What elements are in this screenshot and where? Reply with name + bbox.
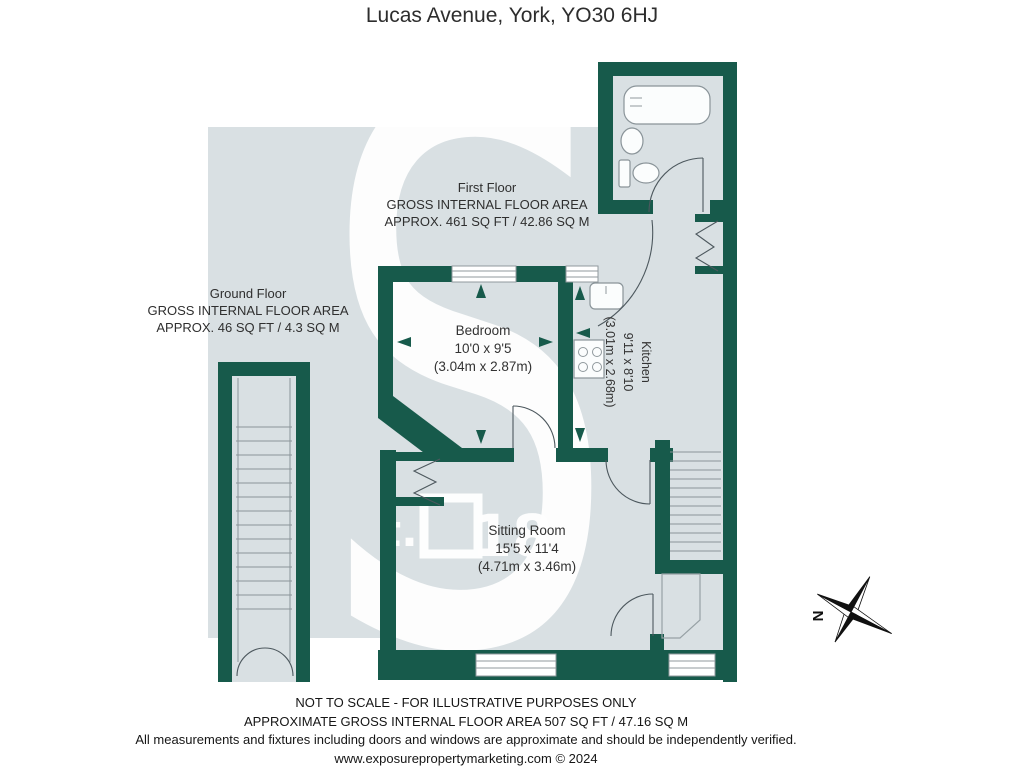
wall (655, 440, 670, 566)
wall (556, 448, 608, 462)
wall-stub (396, 452, 444, 461)
floor-area-label: GROSS INTERNAL FLOOR AREA (386, 197, 588, 212)
basin-icon (620, 127, 644, 155)
bathtub-icon (623, 85, 711, 125)
bedroom-door-arc (512, 405, 556, 449)
dimension-arrow-right (539, 337, 553, 347)
dimension-arrow-down (575, 428, 585, 442)
floor-area-value: APPROX. 46 SQ FT / 4.3 SQ M (156, 320, 340, 335)
wall (218, 362, 232, 682)
landing-door-arc (597, 219, 654, 327)
floor-area-label: GROSS INTERNAL FLOOR AREA (147, 303, 349, 318)
room-name: Sitting Room (488, 523, 566, 538)
first-floor-label: First Floor GROSS INTERNAL FLOOR AREA AP… (377, 179, 597, 230)
room-size-imperial: 15'5 x 11'4 (495, 541, 559, 556)
bay-outline (661, 573, 701, 639)
watermark-digits: 18 (472, 502, 553, 570)
doors (412, 157, 719, 637)
room-size-metric: (3.01m x 2.68m) (603, 316, 617, 408)
wall (710, 200, 723, 214)
room-size-metric: (4.71m x 3.46m) (477, 559, 577, 574)
wall (218, 362, 310, 376)
dimension-arrow-down (476, 430, 486, 444)
wall (598, 62, 613, 214)
footer-line: APPROXIMATE GROSS INTERNAL FLOOR AREA 50… (243, 713, 689, 729)
diagonal-wall (378, 396, 462, 462)
ground-stairs (236, 426, 292, 610)
wall (655, 560, 723, 574)
window (451, 265, 517, 283)
toilet-icon (632, 162, 660, 184)
ground-floor-label: Ground Floor GROSS INTERNAL FLOOR AREA A… (138, 285, 358, 336)
ground-hall-floor (232, 376, 296, 682)
wall (436, 448, 514, 462)
watermark-box-icon (419, 493, 483, 559)
floor-area-value: APPROX. 461 SQ FT / 42.86 SQ M (384, 214, 590, 229)
floor-name: Ground Floor (209, 286, 287, 301)
floor-name: First Floor (457, 180, 517, 195)
toilet-cistern-icon (618, 159, 631, 188)
wall (558, 280, 573, 450)
footer-line: www.exposurepropertymarketing.com © 2024 (334, 750, 598, 766)
wall-stub (396, 497, 444, 506)
first-floor-walls (378, 62, 737, 682)
bathroom-door-arc (648, 157, 704, 213)
window (565, 265, 599, 283)
compass-north-label: N (810, 610, 827, 622)
room-size-metric: (3.04m x 2.87m) (433, 359, 533, 374)
windows (451, 265, 716, 677)
stove-icon (573, 339, 605, 379)
wall (598, 62, 737, 76)
entrance-door-arc (236, 647, 294, 677)
room-name: Bedroom (455, 323, 511, 338)
kitchen-sink-icon (589, 282, 624, 310)
wall (723, 62, 737, 682)
kitchen-label: Kitchen 9'11 x 8'10 (3.01m x 2.68m) (599, 302, 655, 422)
room-size-imperial: 9'11 x 8'10 (621, 332, 635, 392)
wall (296, 362, 310, 682)
dimension-arrow-up (575, 286, 585, 300)
fixtures (573, 85, 711, 639)
window (475, 653, 557, 677)
kitchen-door-arc (605, 459, 651, 505)
sitting-room-door-arc (610, 593, 654, 637)
compass-rose-icon (817, 576, 892, 643)
wall-stub (695, 214, 723, 222)
dimension-arrow-up (476, 284, 486, 298)
bedroom-label: Bedroom 10'0 x 9'5 (3.04m x 2.87m) (393, 322, 573, 376)
wall (380, 450, 396, 668)
footer-line: NOT TO SCALE - FOR ILLUSTRATIVE PURPOSES… (295, 695, 637, 710)
first-floor-stairs (670, 451, 721, 552)
dimension-arrow-left (397, 337, 411, 347)
room-size-imperial: 10'0 x 9'5 (454, 341, 512, 356)
wall (378, 266, 393, 400)
dimension-arrows (397, 284, 590, 444)
ground-floor-plan (218, 362, 310, 682)
footer-line: All measurements and fixtures including … (135, 732, 797, 747)
room-name: Kitchen (639, 341, 653, 383)
wall-stub (695, 266, 723, 274)
dimension-arrow-left (576, 328, 590, 338)
window (668, 653, 716, 677)
bifold-door-icon (694, 220, 719, 272)
footer-disclaimer: NOT TO SCALE - FOR ILLUSTRATIVE PURPOSES… (0, 694, 932, 768)
page-title: Lucas Avenue, York, YO30 6HJ (365, 4, 659, 27)
sitting-room-label: Sitting Room 15'5 x 11'4 (4.71m x 3.46m) (437, 522, 617, 576)
bifold-door-icon (412, 458, 441, 506)
wall (598, 200, 653, 214)
